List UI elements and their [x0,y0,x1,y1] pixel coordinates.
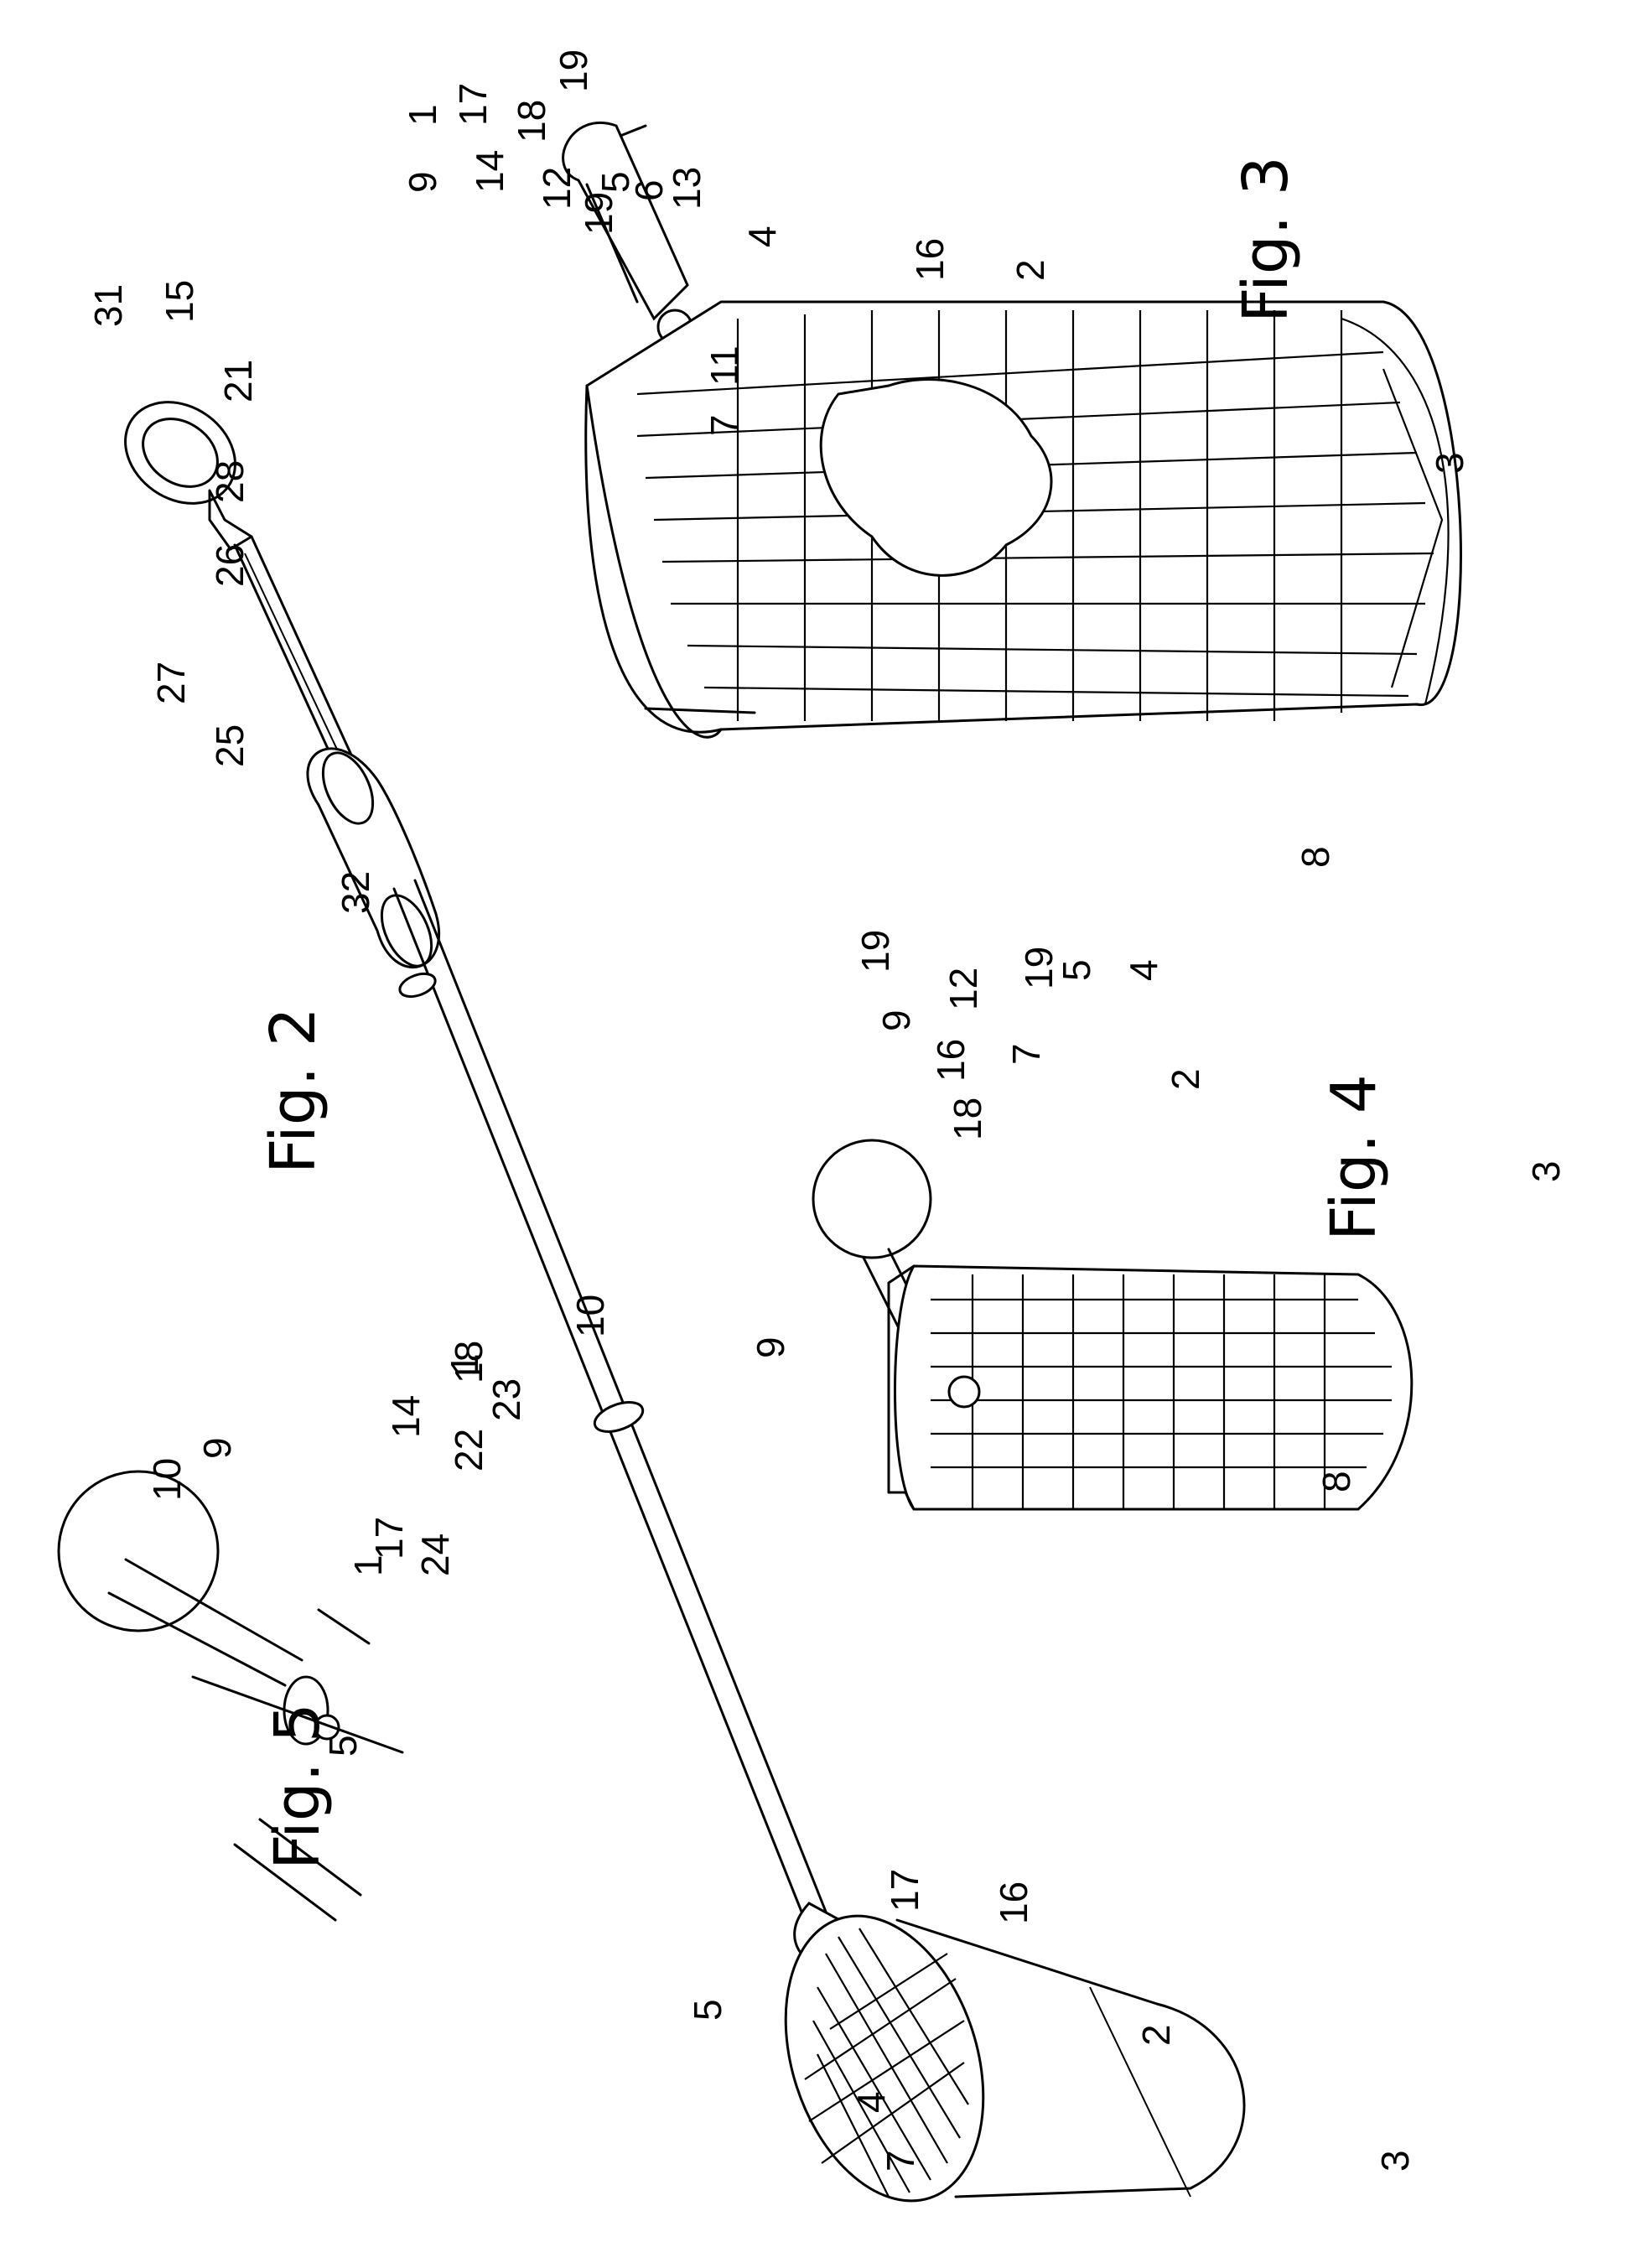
ref-label: 26 [208,544,252,587]
ref-label: 17 [367,1517,411,1560]
ref-label: 3 [1524,1160,1568,1182]
ref-label: 7 [879,2150,922,2172]
ref-label: 12 [941,968,985,1010]
ref-label: 16 [992,1881,1035,1924]
ref-label: 16 [929,1039,973,1082]
ref-label: 4 [849,2091,893,2113]
ref-label: 8 [1315,1471,1358,1492]
ref-label: 25 [208,724,252,767]
ref-label: 3 [1373,2150,1417,2172]
ref-label: 12 [535,167,578,210]
ref-label: 2 [1164,1068,1207,1090]
ref-label: 18 [510,100,553,143]
ref-label: 19 [577,192,620,235]
ref-label: 3 [1428,452,1471,474]
fig3-net-enlarged [563,122,1461,737]
ref-label: 8 [1294,846,1337,868]
ref-label: 4 [1122,959,1165,981]
fig2-net-bag [751,1891,1244,2227]
ref-label: 2 [1009,259,1052,281]
ref-label: 14 [384,1395,428,1438]
ref-label: 14 [468,150,511,193]
fig5-detail [59,1471,402,1920]
ref-label: 18 [447,1341,490,1383]
ref-label: 19 [552,49,595,92]
ref-label: 7 [703,414,746,436]
fig5-title: Fig. 5 [262,1703,334,1870]
ref-label: 22 [447,1429,490,1471]
fig3-title: Fig. 3 [1230,156,1302,323]
ref-label: 11 [703,345,746,386]
ref-label: 24 [413,1534,457,1576]
fig4-title: Fig. 4 [1318,1074,1390,1241]
ref-label: 18 [946,1098,989,1140]
ref-label: 2 [1134,2024,1178,2046]
ref-label: 28 [208,460,252,503]
ref-label: 17 [451,83,495,126]
ref-label: 27 [149,662,193,704]
ref-label: 4 [740,226,784,247]
ref-label: 10 [145,1458,189,1501]
ref-label: 5 [321,1735,365,1757]
fig2-title: Fig. 2 [257,1007,329,1174]
ref-label: 9 [401,171,444,193]
ref-label: 1 [401,104,444,126]
ref-label: 7 [1004,1043,1048,1065]
ref-label: 5 [686,1999,729,2021]
ref-label: 31 [86,284,130,327]
ref-label: 5 [1055,959,1098,981]
finger-grip [308,745,442,974]
ref-label: 17 [883,1869,926,1912]
ref-label: 15 [158,280,201,323]
ref-label: 9 [749,1336,792,1358]
ref-label: 21 [216,360,260,402]
ref-label: 32 [334,871,377,914]
ref-label: 9 [195,1437,239,1459]
ref-label: 19 [853,930,897,973]
ref-label: 10 [568,1295,612,1337]
ref-label: 13 [665,167,708,210]
ref-label: 16 [908,238,952,281]
ref-label: 9 [874,1009,918,1031]
ref-label: 23 [485,1378,528,1421]
